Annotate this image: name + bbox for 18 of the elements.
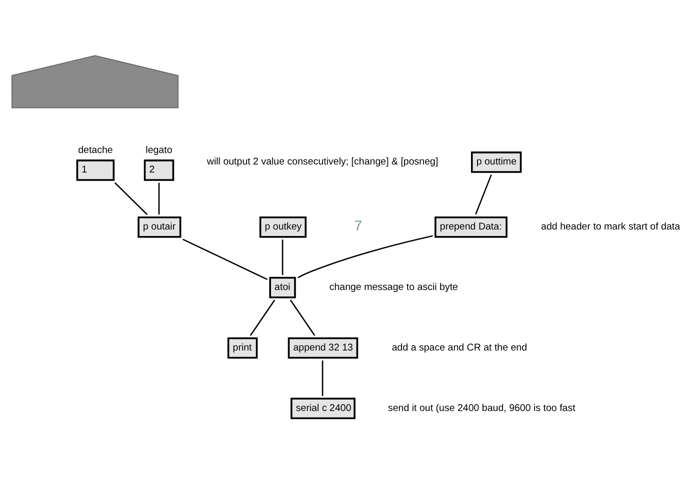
connector bbox=[282, 239, 284, 275]
label: send it out (use 2400 baud, 9600 is too fast bbox=[388, 402, 576, 414]
connector bbox=[158, 182, 160, 214]
connector bbox=[182, 238, 268, 280]
connector bbox=[475, 174, 492, 214]
connector bbox=[250, 299, 276, 336]
connector bbox=[290, 299, 316, 336]
connector bbox=[114, 182, 148, 214]
label: add a space and CR at the end bbox=[392, 342, 528, 353]
label: will output 2 value consecutively; [change] & [posneg] bbox=[206, 156, 438, 168]
label: add header to mark start of data bbox=[541, 221, 680, 232]
connector bbox=[298, 234, 433, 278]
connector bbox=[322, 360, 324, 396]
node-label: detache bbox=[78, 144, 113, 156]
node-label: legato bbox=[146, 144, 172, 156]
label: 7 bbox=[354, 218, 362, 234]
node-arrow bbox=[11, 54, 179, 108]
label: change message to ascii byte bbox=[329, 282, 458, 293]
